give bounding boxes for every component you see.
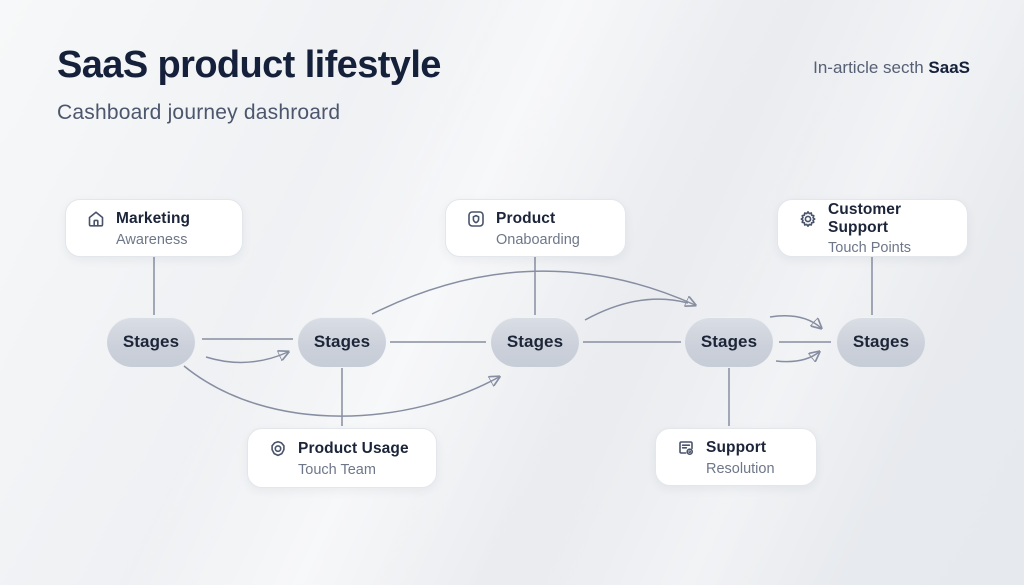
card-title: Product bbox=[496, 209, 556, 227]
connector-stage1-stage3-arc bbox=[183, 365, 499, 417]
connector-stage2-stage4-arc bbox=[371, 270, 695, 315]
connector-stage4-stage5-upper-arrow bbox=[769, 315, 821, 328]
home-icon bbox=[86, 209, 106, 229]
corner-brand: SaaS bbox=[928, 58, 970, 77]
connector-stage3-stage4-arc bbox=[584, 298, 689, 321]
connector-stage1-stage2-arrow bbox=[205, 352, 288, 364]
page-title: SaaS product lifestyle bbox=[57, 44, 441, 86]
card-marketing: Marketing Awareness bbox=[65, 199, 243, 257]
card-title: Marketing bbox=[116, 209, 191, 227]
cog-hex-icon bbox=[268, 439, 288, 459]
connector-stage4-stage5-lower-arrow bbox=[775, 352, 819, 362]
card-subtitle: Touch Team bbox=[298, 461, 376, 478]
card-title: Product Usage bbox=[298, 439, 409, 457]
product-box-icon bbox=[466, 209, 486, 229]
card-customer-support: Customer Support Touch Points bbox=[777, 199, 968, 257]
card-subtitle: Awareness bbox=[116, 231, 188, 248]
corner-note: In-article secth SaaS bbox=[813, 58, 970, 78]
corner-note-text: In-article secth bbox=[813, 58, 924, 77]
stage-node-5: Stages bbox=[837, 317, 925, 367]
report-gear-icon bbox=[676, 438, 696, 458]
card-product-usage: Product Usage Touch Team bbox=[247, 428, 437, 488]
stage-node-1: Stages bbox=[107, 317, 195, 367]
stage-node-2: Stages bbox=[298, 317, 386, 367]
card-support: Support Resolution bbox=[655, 428, 817, 486]
stage-node-4: Stages bbox=[685, 317, 773, 367]
card-subtitle: Touch Points bbox=[828, 239, 912, 256]
card-product: Product Onaboarding bbox=[445, 199, 626, 257]
card-title: Customer Support bbox=[828, 200, 902, 236]
card-subtitle: Resolution bbox=[706, 460, 775, 477]
gear-icon bbox=[798, 209, 818, 229]
page-subtitle: Cashboard journey dashroard bbox=[57, 101, 341, 124]
card-subtitle: Onaboarding bbox=[496, 231, 580, 248]
header: SaaS product lifestyle Cashboard journey… bbox=[57, 44, 441, 125]
stage-node-3: Stages bbox=[491, 317, 579, 367]
card-title: Support bbox=[706, 438, 767, 456]
